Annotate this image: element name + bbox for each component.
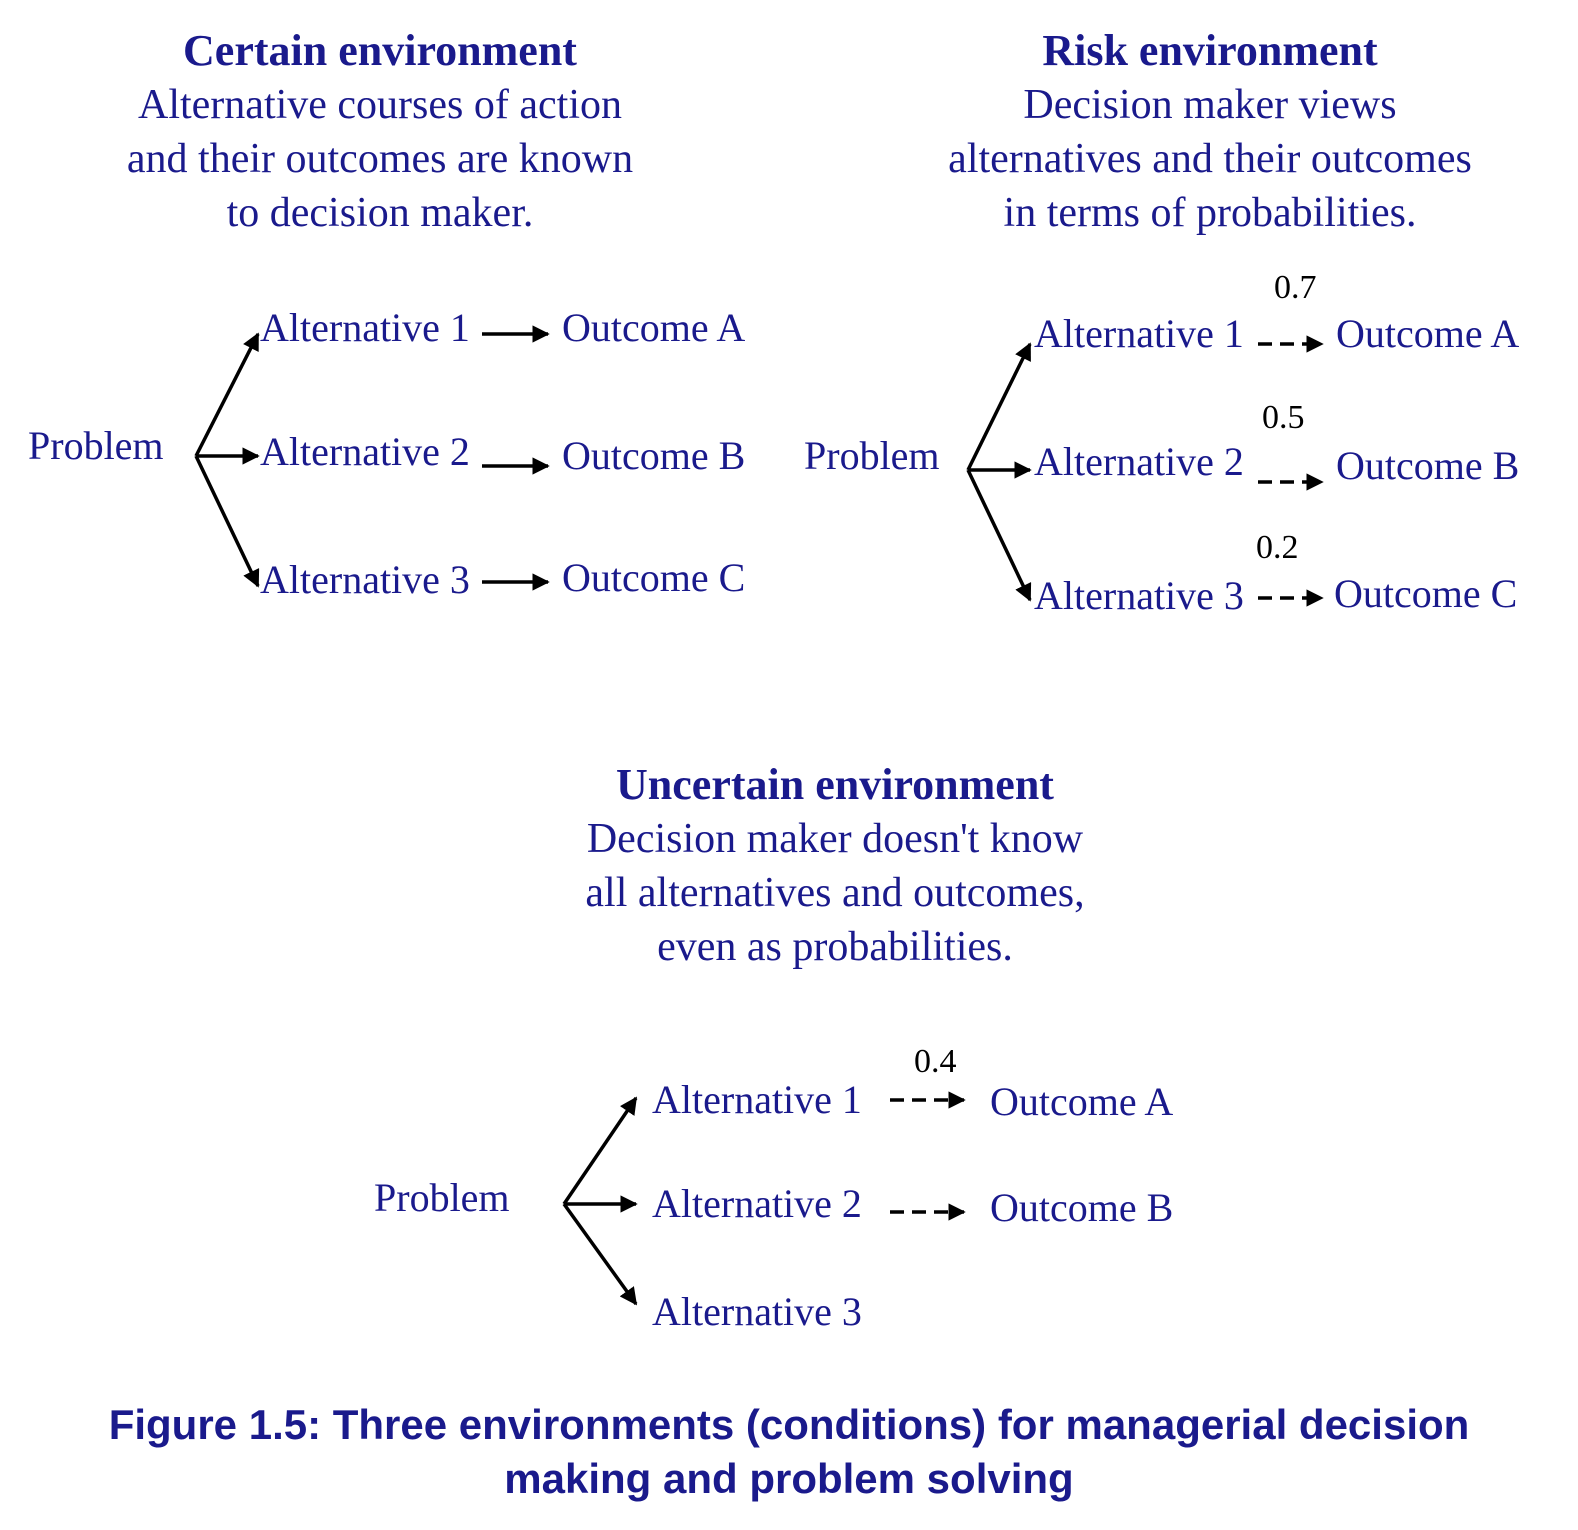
risk-desc-line-1: Decision maker views: [1023, 82, 1397, 128]
certain-header: Certain environment Alternative courses …: [80, 24, 680, 240]
certain-alternative-2: Alternative 2: [260, 429, 470, 474]
uncertain-header: Uncertain environment Decision maker doe…: [520, 758, 1150, 974]
uncertain-branch-arrow-1: [562, 1096, 638, 1205]
certain-desc-line-1: Alternative courses of action: [138, 82, 622, 128]
certain-alternative-3: Alternative 3: [260, 557, 470, 602]
risk-branch-arrow-1: [966, 342, 1032, 471]
certain-desc-line-2: and their outcomes are known: [126, 136, 634, 182]
uncertain-desc-line-1: Decision maker doesn't know: [586, 816, 1084, 862]
certain-branch-arrow-3: [194, 455, 260, 588]
risk-title: Risk environment: [1042, 26, 1378, 75]
uncertain-alternative-3: Alternative 3: [652, 1289, 862, 1334]
uncertain-outcome-b: Outcome B: [990, 1185, 1174, 1230]
risk-desc-line-3: in terms of probabilities.: [1003, 190, 1417, 236]
risk-probability-2: 0.5: [1262, 399, 1305, 436]
figure-caption-line-2: making and problem solving: [504, 1455, 1074, 1502]
certain-alternative-1: Alternative 1: [260, 305, 470, 350]
uncertain-branch-arrow-3: [562, 1202, 638, 1306]
risk-problem: Problem: [804, 433, 940, 478]
figure-caption-line-1: Figure 1.5: Three environments (conditio…: [108, 1401, 1470, 1448]
risk-probability-1: 0.7: [1274, 269, 1317, 306]
risk-alternative-3: Alternative 3: [1034, 573, 1244, 618]
uncertain-alternative-1: Alternative 1: [652, 1077, 862, 1122]
uncertain-problem: Problem: [374, 1175, 510, 1220]
risk-outcome-a: Outcome A: [1336, 311, 1520, 356]
risk-outcome-b: Outcome B: [1336, 443, 1520, 488]
certain-desc-line-3: to decision maker.: [226, 190, 534, 236]
uncertain-title: Uncertain environment: [616, 760, 1054, 809]
certain-branch-arrow-1: [194, 332, 260, 457]
risk-probability-3: 0.2: [1256, 529, 1299, 566]
risk-desc-line-2: alternatives and their outcomes: [948, 136, 1472, 182]
uncertain-outcome-a: Outcome A: [990, 1079, 1174, 1124]
certain-outcome-b: Outcome B: [562, 433, 746, 478]
certain-title: Certain environment: [183, 26, 577, 75]
certain-problem: Problem: [28, 423, 164, 468]
certain-outcome-c: Outcome C: [562, 555, 746, 600]
risk-alternative-2: Alternative 2: [1034, 439, 1244, 484]
risk-branch-arrow-3: [966, 469, 1032, 602]
uncertain-desc-line-3: even as probabilities.: [657, 924, 1013, 970]
uncertain-alternative-2: Alternative 2: [652, 1181, 862, 1226]
uncertain-probability-1: 0.4: [914, 1043, 957, 1080]
risk-header: Risk environment Decision maker views al…: [900, 24, 1520, 240]
figure-caption: Figure 1.5: Three environments (conditio…: [0, 1398, 1578, 1506]
uncertain-desc-line-2: all alternatives and outcomes,: [585, 870, 1085, 916]
risk-outcome-c: Outcome C: [1334, 571, 1518, 616]
risk-alternative-1: Alternative 1: [1034, 311, 1244, 356]
certain-outcome-a: Outcome A: [562, 305, 746, 350]
